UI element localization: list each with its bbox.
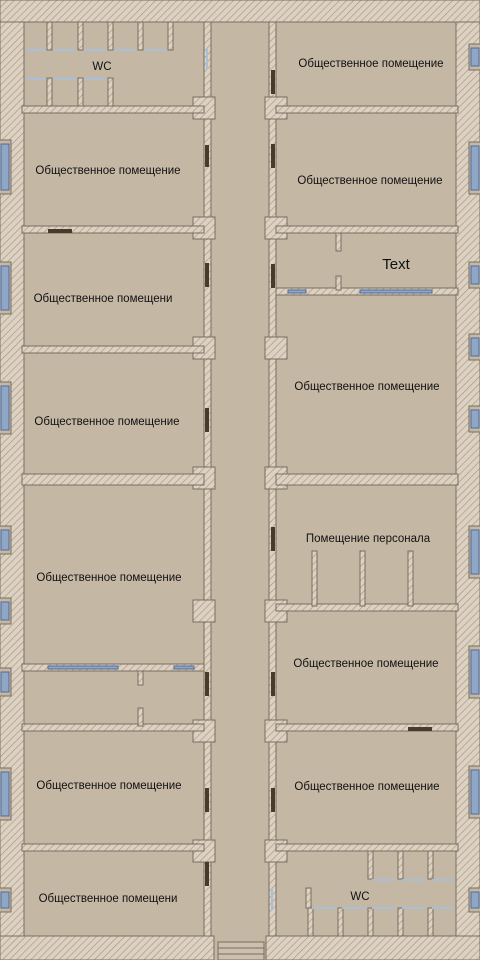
stall-wall <box>367 850 374 880</box>
partition <box>21 105 205 114</box>
stall-fronts <box>26 48 454 910</box>
window <box>470 891 480 909</box>
wall-stub <box>335 275 342 291</box>
door <box>205 145 209 167</box>
outer-wall-bottom-left <box>0 935 215 960</box>
wall-stub <box>137 707 144 727</box>
wall-stub <box>137 670 144 686</box>
room-label: Общественное помещение <box>36 572 181 584</box>
room-label-text: Text <box>382 256 410 273</box>
partition <box>275 105 459 114</box>
door <box>271 788 275 812</box>
room-label-wc-top-left: WC <box>92 61 111 73</box>
door <box>271 527 275 551</box>
window <box>0 143 10 191</box>
pillar <box>192 599 216 623</box>
windows <box>0 47 480 909</box>
door <box>205 788 209 812</box>
partition <box>21 843 205 852</box>
stall-wall <box>367 907 374 937</box>
window <box>470 337 480 357</box>
room-label: Общественное помещение <box>35 165 180 177</box>
partition <box>21 473 205 486</box>
stall-wall <box>137 21 144 51</box>
room-label: Общественное помещение <box>298 58 443 70</box>
partition <box>275 843 459 852</box>
partition <box>275 723 459 732</box>
window <box>470 409 480 429</box>
stall-wall <box>46 77 53 107</box>
door <box>271 264 275 288</box>
door <box>271 672 275 696</box>
stall-wall <box>427 850 434 880</box>
room-labels: WC Общественное помещение Общественное п… <box>34 58 444 905</box>
stall-wall <box>107 77 114 107</box>
stall-wall <box>359 550 366 607</box>
door <box>408 727 432 731</box>
partition <box>21 723 205 732</box>
door <box>205 408 209 432</box>
room-label-wc-bottom-right: WC <box>350 891 369 903</box>
window <box>0 385 10 431</box>
partition <box>21 345 205 354</box>
door <box>48 229 72 233</box>
outer-wall-bottom-right <box>265 935 480 960</box>
door <box>205 862 209 886</box>
room-label: Общественное помещение <box>293 658 438 670</box>
window <box>0 601 10 621</box>
window <box>0 771 10 817</box>
stall-wall <box>407 550 414 607</box>
stall-wall <box>107 21 114 51</box>
stall-wall <box>167 21 174 51</box>
stall-wall <box>337 907 344 937</box>
pillar <box>264 336 288 360</box>
window <box>470 145 480 191</box>
window <box>470 769 480 815</box>
partition <box>275 225 459 234</box>
door <box>271 70 275 94</box>
glass-partition <box>47 665 119 670</box>
room-label: Общественное помещение <box>294 381 439 393</box>
stall-wall <box>307 907 314 937</box>
window <box>470 47 480 67</box>
window <box>470 529 480 575</box>
window <box>0 265 10 311</box>
door <box>271 144 275 168</box>
wall-stub <box>305 887 312 909</box>
entrance-stairs <box>217 941 265 960</box>
window <box>0 671 10 693</box>
room-label: Общественное помещение <box>294 781 439 793</box>
room-label: Общественное помещение <box>297 175 442 187</box>
stall-wall <box>46 21 53 51</box>
outer-wall-top <box>0 0 480 23</box>
window <box>470 649 480 695</box>
partition <box>275 603 459 612</box>
door <box>205 263 209 287</box>
stall-wall <box>397 850 404 880</box>
doors <box>48 70 432 886</box>
room-label: Общественное помещение <box>34 416 179 428</box>
stall-wall <box>77 21 84 51</box>
room-label: Общественное помещени <box>39 893 178 905</box>
window <box>0 891 10 909</box>
glass-partition <box>173 665 195 670</box>
partition <box>275 473 459 486</box>
room-label-staff: Помещение персонала <box>306 533 431 545</box>
partition <box>21 225 205 234</box>
stall-wall <box>311 550 318 607</box>
stall-wall <box>397 907 404 937</box>
glass-partition <box>287 289 307 294</box>
stall-wall <box>77 77 84 107</box>
stall-wall <box>427 907 434 937</box>
room-label: Общественное помещение <box>36 780 181 792</box>
window <box>0 529 10 551</box>
door <box>205 672 209 696</box>
wall-stub <box>335 232 342 252</box>
glass-partition <box>359 289 433 294</box>
window <box>470 265 480 285</box>
room-label: Общественное помещени <box>34 293 173 305</box>
